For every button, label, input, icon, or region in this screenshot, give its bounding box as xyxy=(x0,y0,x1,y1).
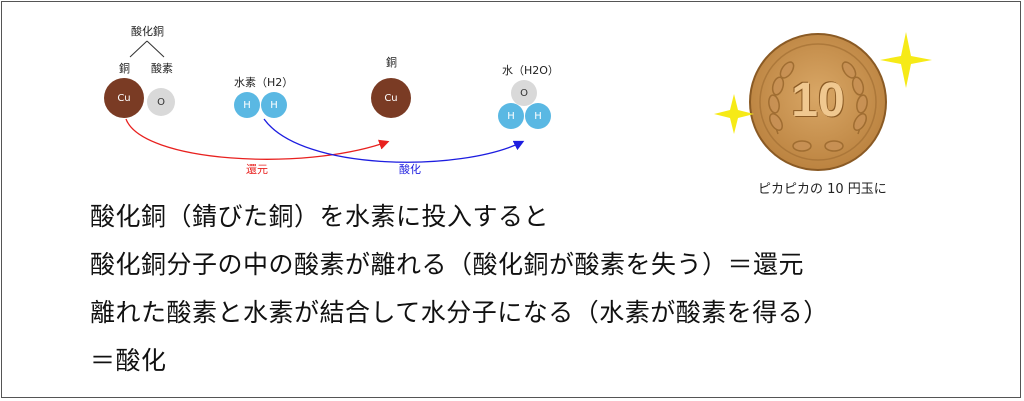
bracket-lines xyxy=(129,40,165,58)
o-atom-left: O xyxy=(147,88,175,116)
h-atom-label: H xyxy=(243,99,251,111)
copper-right-label: 銅 xyxy=(386,56,397,69)
sparkle-icon xyxy=(714,94,754,134)
cu-atom-left: Cu xyxy=(104,78,144,118)
cu-atom-label: Cu xyxy=(117,92,131,104)
text-line-4: ＝酸化 xyxy=(90,346,167,375)
h-atom-2: H xyxy=(261,92,287,118)
o-atom-label: O xyxy=(520,87,528,99)
cu-atom-label: Cu xyxy=(384,92,398,104)
h-atom-water-1: H xyxy=(498,103,524,129)
water-label: 水（H2O） xyxy=(502,64,559,77)
o-atom-label: O xyxy=(157,96,165,108)
copper-oxide-label: 酸化銅 xyxy=(131,25,164,38)
o-atom-water: O xyxy=(511,80,537,106)
oxidation-arrow xyxy=(263,118,525,163)
h-atom-label: H xyxy=(270,99,278,111)
h-atom-1: H xyxy=(234,92,260,118)
coin-caption: ピカピカの 10 円玉に xyxy=(758,182,887,197)
oxygen-label: 酸素 xyxy=(151,62,173,75)
text-line-1: 酸化銅（錆びた銅）を水素に投入すると xyxy=(90,202,550,231)
text-line-2: 酸化銅分子の中の酸素が離れる（酸化銅が酸素を失う）＝還元 xyxy=(90,250,805,279)
text-line-3: 離れた酸素と水素が結合して水分子になる（水素が酸素を得る） xyxy=(90,298,829,327)
sparkle-icon xyxy=(880,32,932,88)
h-atom-label: H xyxy=(507,110,515,122)
cu-atom-right: Cu xyxy=(371,78,411,118)
h-atom-label: H xyxy=(534,110,542,122)
hydrogen-label: 水素（H2） xyxy=(234,76,294,89)
reduction-label: 還元 xyxy=(246,163,268,176)
reduction-arrow xyxy=(125,118,390,160)
copper-label: 銅 xyxy=(119,62,130,75)
reaction-arrows xyxy=(125,118,525,163)
coin-value: 10 xyxy=(791,73,845,127)
ten-yen-coin xyxy=(714,32,932,171)
h-atom-water-2: H xyxy=(525,103,551,129)
oxidation-label: 酸化 xyxy=(399,163,421,176)
